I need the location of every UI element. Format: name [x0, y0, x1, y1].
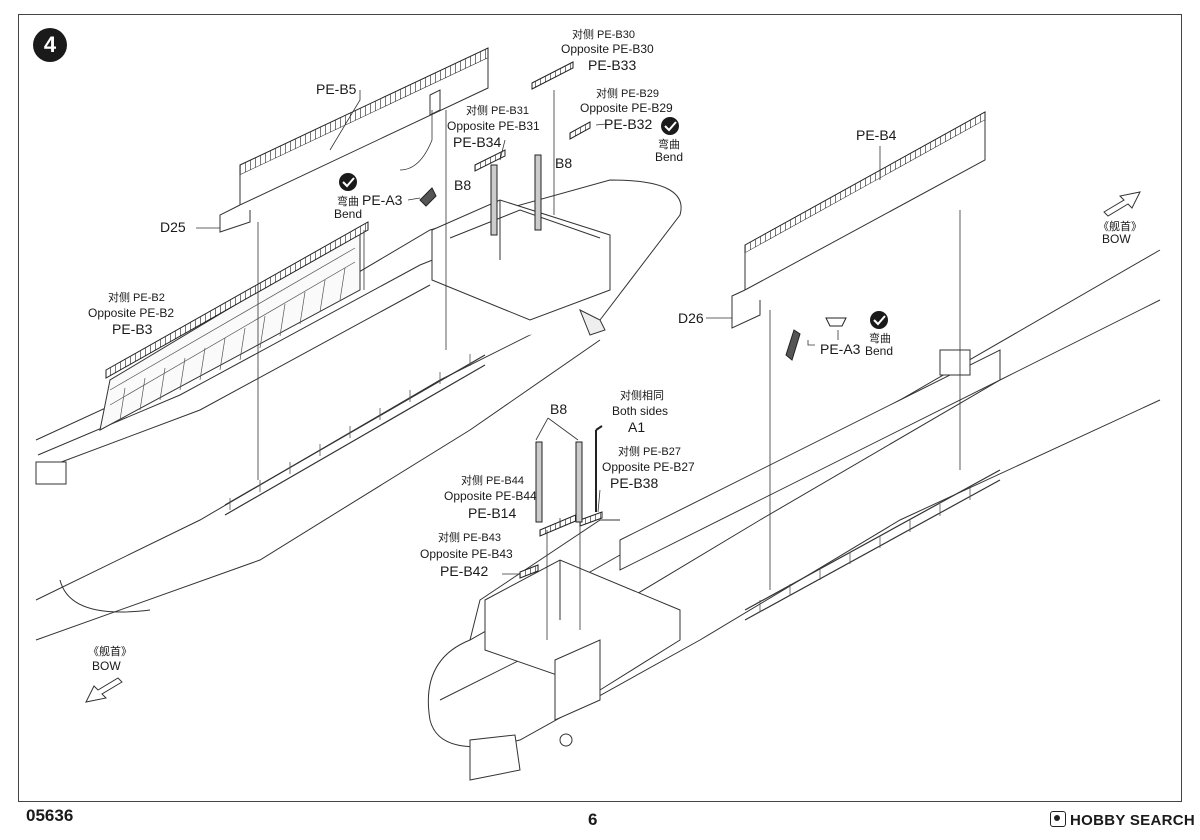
- bend-icon-top: [661, 117, 679, 135]
- bow-arrow-left-icon: [85, 677, 123, 703]
- label-opp-b29-en: Opposite PE-B29: [580, 101, 673, 115]
- label-opp-b31-cn: 对侧 PE-B31: [466, 103, 529, 117]
- label-d25: D25: [160, 219, 186, 235]
- bow-arrow-right-icon: [1103, 191, 1141, 217]
- step-number-badge: 4: [33, 28, 67, 62]
- page-number: 6: [588, 810, 598, 829]
- leader-lines-left: [196, 90, 607, 480]
- label-pe-b34: PE-B34: [453, 134, 501, 150]
- pe-b42-part: [519, 564, 539, 579]
- label-both-sides-en: Both sides: [612, 404, 668, 418]
- label-opp-b43-en: Opposite PE-B43: [420, 547, 513, 561]
- label-bow-cn-left: 《舰首》: [88, 644, 132, 658]
- leader-lines-right: [502, 146, 961, 640]
- label-opp-b30-en: Opposite PE-B30: [561, 42, 654, 56]
- label-opp-b27-en: Opposite PE-B27: [602, 460, 695, 474]
- label-a1: A1: [628, 419, 645, 435]
- b8-masts-left: [490, 154, 542, 236]
- label-bow-en-left: BOW: [92, 659, 121, 673]
- label-pe-b14: PE-B14: [468, 505, 516, 521]
- label-pe-a3-left: PE-A3: [362, 192, 403, 208]
- label-opp-b29-cn: 对侧 PE-B29: [596, 86, 659, 100]
- label-pe-b4: PE-B4: [856, 127, 897, 143]
- watermark: HOBBY SEARCH: [1050, 811, 1195, 829]
- label-bend-cn-right: 弯曲: [869, 331, 891, 345]
- label-both-sides-cn: 对侧相同: [620, 388, 664, 402]
- right-hull: [427, 249, 1161, 781]
- bend-icon-left: [339, 173, 357, 191]
- label-pe-b42: PE-B42: [440, 563, 488, 579]
- a1-part: [595, 425, 603, 512]
- label-pe-b38: PE-B38: [610, 475, 658, 491]
- label-b8-b: B8: [555, 155, 572, 171]
- pe-a3-part-right: [785, 317, 847, 361]
- label-bend-en-right: Bend: [865, 344, 893, 358]
- pe-b33-part: [531, 61, 574, 90]
- label-opp-b30-cn: 对侧 PE-B30: [572, 27, 635, 41]
- pe-b38-part: [579, 511, 603, 527]
- pe-b4-rail: [731, 111, 986, 329]
- label-opp-b43-cn: 对侧 PE-B43: [438, 530, 501, 544]
- label-opp-b44-en: Opposite PE-B44: [444, 489, 537, 503]
- label-bend-cn-top: 弯曲: [658, 137, 680, 151]
- label-bow-en-right: BOW: [1102, 232, 1131, 246]
- label-opp-b44-cn: 对侧 PE-B44: [461, 473, 524, 487]
- pe-b14-part: [539, 513, 579, 537]
- label-pe-a3-right: PE-A3: [820, 341, 861, 357]
- label-pe-b3: PE-B3: [112, 321, 153, 337]
- b8-masts-right: [535, 441, 583, 523]
- label-bow-cn-right: 《舰首》: [1098, 219, 1142, 233]
- page-frame: [18, 14, 1182, 802]
- product-code: 05636: [26, 806, 74, 825]
- left-hull: [35, 179, 682, 641]
- label-bend-en-left: Bend: [334, 207, 362, 221]
- label-bend-cn-left: 弯曲: [337, 194, 359, 208]
- pe-b5-rail: [219, 47, 489, 233]
- bend-icon-right: [870, 311, 888, 329]
- label-pe-b33: PE-B33: [588, 57, 636, 73]
- label-opp-b2-en: Opposite PE-B2: [88, 306, 174, 320]
- label-d26: D26: [678, 310, 704, 326]
- watermark-logo-icon: [1050, 811, 1066, 827]
- label-opp-b2-cn: 对侧 PE-B2: [108, 290, 165, 304]
- watermark-text: HOBBY SEARCH: [1070, 812, 1196, 829]
- label-pe-b5: PE-B5: [316, 81, 357, 97]
- pe-b3-rail: [105, 221, 369, 379]
- label-opp-b31-en: Opposite PE-B31: [447, 119, 540, 133]
- label-opp-b27-cn: 对侧 PE-B27: [618, 444, 681, 458]
- pe-b32-part: [569, 121, 591, 140]
- label-pe-b32: PE-B32: [604, 116, 652, 132]
- pe-b34-part: [474, 149, 506, 172]
- label-bend-en-top: Bend: [655, 150, 683, 164]
- label-b8-a: B8: [454, 177, 471, 193]
- label-b8-pair: B8: [550, 401, 567, 417]
- pe-a3-part-left: [419, 187, 437, 207]
